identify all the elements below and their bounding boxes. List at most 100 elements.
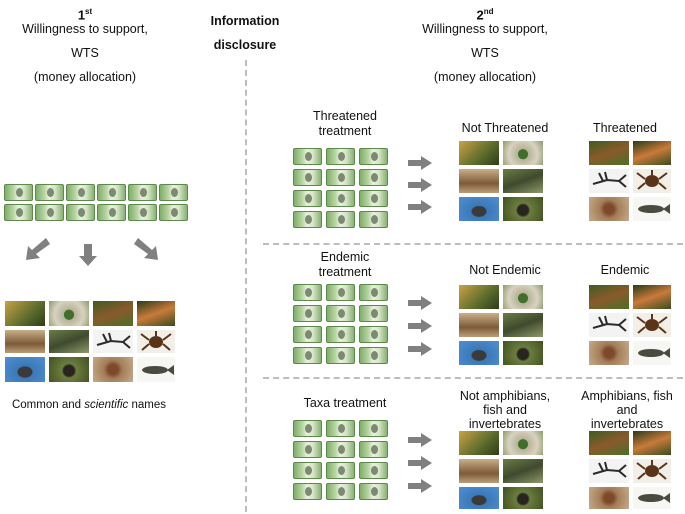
species-photo <box>458 196 500 222</box>
species-photo <box>458 430 500 456</box>
vertical-divider <box>245 60 247 512</box>
second-stage-line2: WTS <box>471 46 499 60</box>
banknote-icon <box>326 169 355 186</box>
species-photo <box>502 340 544 366</box>
banknote-icon <box>66 204 95 221</box>
species-photo <box>48 356 90 383</box>
species-photo <box>458 340 500 366</box>
threatened-treatment-label-1: Threatened <box>313 109 377 123</box>
species-photo <box>632 430 672 456</box>
species-photo <box>632 140 672 166</box>
arrow-icon <box>408 319 432 333</box>
species-photo <box>588 458 630 484</box>
banknote-icon <box>326 284 355 301</box>
species-photo <box>48 329 90 354</box>
banknote-icon <box>326 326 355 343</box>
banknote-icon <box>359 420 388 437</box>
species-photo <box>502 430 544 456</box>
banknote-icon <box>326 305 355 322</box>
taxa-treatment-label: Taxa treatment <box>303 396 387 410</box>
second-stage-heading: 2nd <box>476 7 494 23</box>
banknote-icon <box>293 148 322 165</box>
banknote-icon <box>326 462 355 479</box>
not-amphibians-label-3: invertebrates <box>468 417 542 431</box>
banknote-icon <box>359 305 388 322</box>
species-photo <box>136 329 176 354</box>
species-photo <box>588 430 630 456</box>
first-stage-line1: Willingness to support, <box>22 22 148 36</box>
species-photo <box>502 312 544 338</box>
banknote-icon <box>4 204 33 221</box>
not-threatened-label: Not Threatened <box>461 121 549 135</box>
amphibians-label-2: and <box>616 403 638 417</box>
threatened-label: Threatened <box>593 121 657 135</box>
banknote-icon <box>359 284 388 301</box>
arrow-icon <box>408 200 432 214</box>
banknote-icon <box>293 169 322 186</box>
species-photo <box>4 329 46 354</box>
banknote-icon <box>359 190 388 207</box>
arrow-icon <box>408 296 432 310</box>
banknote-icon <box>4 184 33 201</box>
banknote-icon <box>326 347 355 364</box>
banknote-icon <box>293 462 322 479</box>
arrow-icon <box>408 479 432 493</box>
species-photo <box>502 284 544 310</box>
banknote-icon <box>359 148 388 165</box>
banknote-icon <box>293 483 322 500</box>
banknote-icon <box>326 148 355 165</box>
species-photo <box>458 486 500 510</box>
horizontal-divider-2 <box>263 377 683 379</box>
species-photo <box>632 312 672 338</box>
species-photo <box>48 300 90 327</box>
first-stage-heading: 1st <box>77 7 93 23</box>
species-photo <box>502 140 544 166</box>
banknote-icon <box>159 184 188 201</box>
first-stage-line2: WTS <box>71 46 99 60</box>
info-disclosure-line2: disclosure <box>213 38 277 52</box>
banknote-icon <box>293 305 322 322</box>
second-stage-line1: Willingness to support, <box>422 22 548 36</box>
banknote-icon <box>293 190 322 207</box>
species-photo <box>588 312 630 338</box>
horizontal-divider-1 <box>263 243 683 245</box>
species-photo <box>588 140 630 166</box>
arrow-icon <box>79 244 97 266</box>
species-photo <box>588 340 630 366</box>
banknote-icon <box>66 184 95 201</box>
banknote-icon <box>326 420 355 437</box>
banknote-icon <box>293 441 322 458</box>
species-photo <box>92 356 134 383</box>
endemic-treatment-label-1: Endemic <box>320 250 370 264</box>
species-photo <box>92 300 134 327</box>
species-photo <box>502 168 544 194</box>
arrow-icon <box>408 456 432 470</box>
species-photo <box>588 168 630 194</box>
species-photo <box>458 140 500 166</box>
banknote-icon <box>359 169 388 186</box>
banknote-icon <box>326 483 355 500</box>
species-photo <box>502 196 544 222</box>
banknote-icon <box>35 184 64 201</box>
amphibians-label-3: invertebrates <box>590 417 664 431</box>
banknote-icon <box>326 441 355 458</box>
species-photo <box>136 356 176 383</box>
species-photo <box>458 458 500 484</box>
banknote-icon <box>359 483 388 500</box>
species-photo <box>588 486 630 510</box>
not-endemic-label: Not Endemic <box>469 263 541 277</box>
banknote-icon <box>159 204 188 221</box>
species-photo <box>588 196 630 222</box>
species-photo <box>458 168 500 194</box>
species-names-caption: Common and scientific names <box>11 399 167 411</box>
amphibians-label-1: Amphibians, fish <box>581 389 673 403</box>
banknote-icon <box>35 204 64 221</box>
banknote-icon <box>326 190 355 207</box>
species-photo <box>632 486 672 510</box>
species-photo <box>458 284 500 310</box>
species-photo <box>502 486 544 510</box>
endemic-treatment-label-2: treatment <box>318 265 372 279</box>
arrow-icon <box>408 156 432 170</box>
species-photo <box>588 284 630 310</box>
species-photo <box>502 458 544 484</box>
